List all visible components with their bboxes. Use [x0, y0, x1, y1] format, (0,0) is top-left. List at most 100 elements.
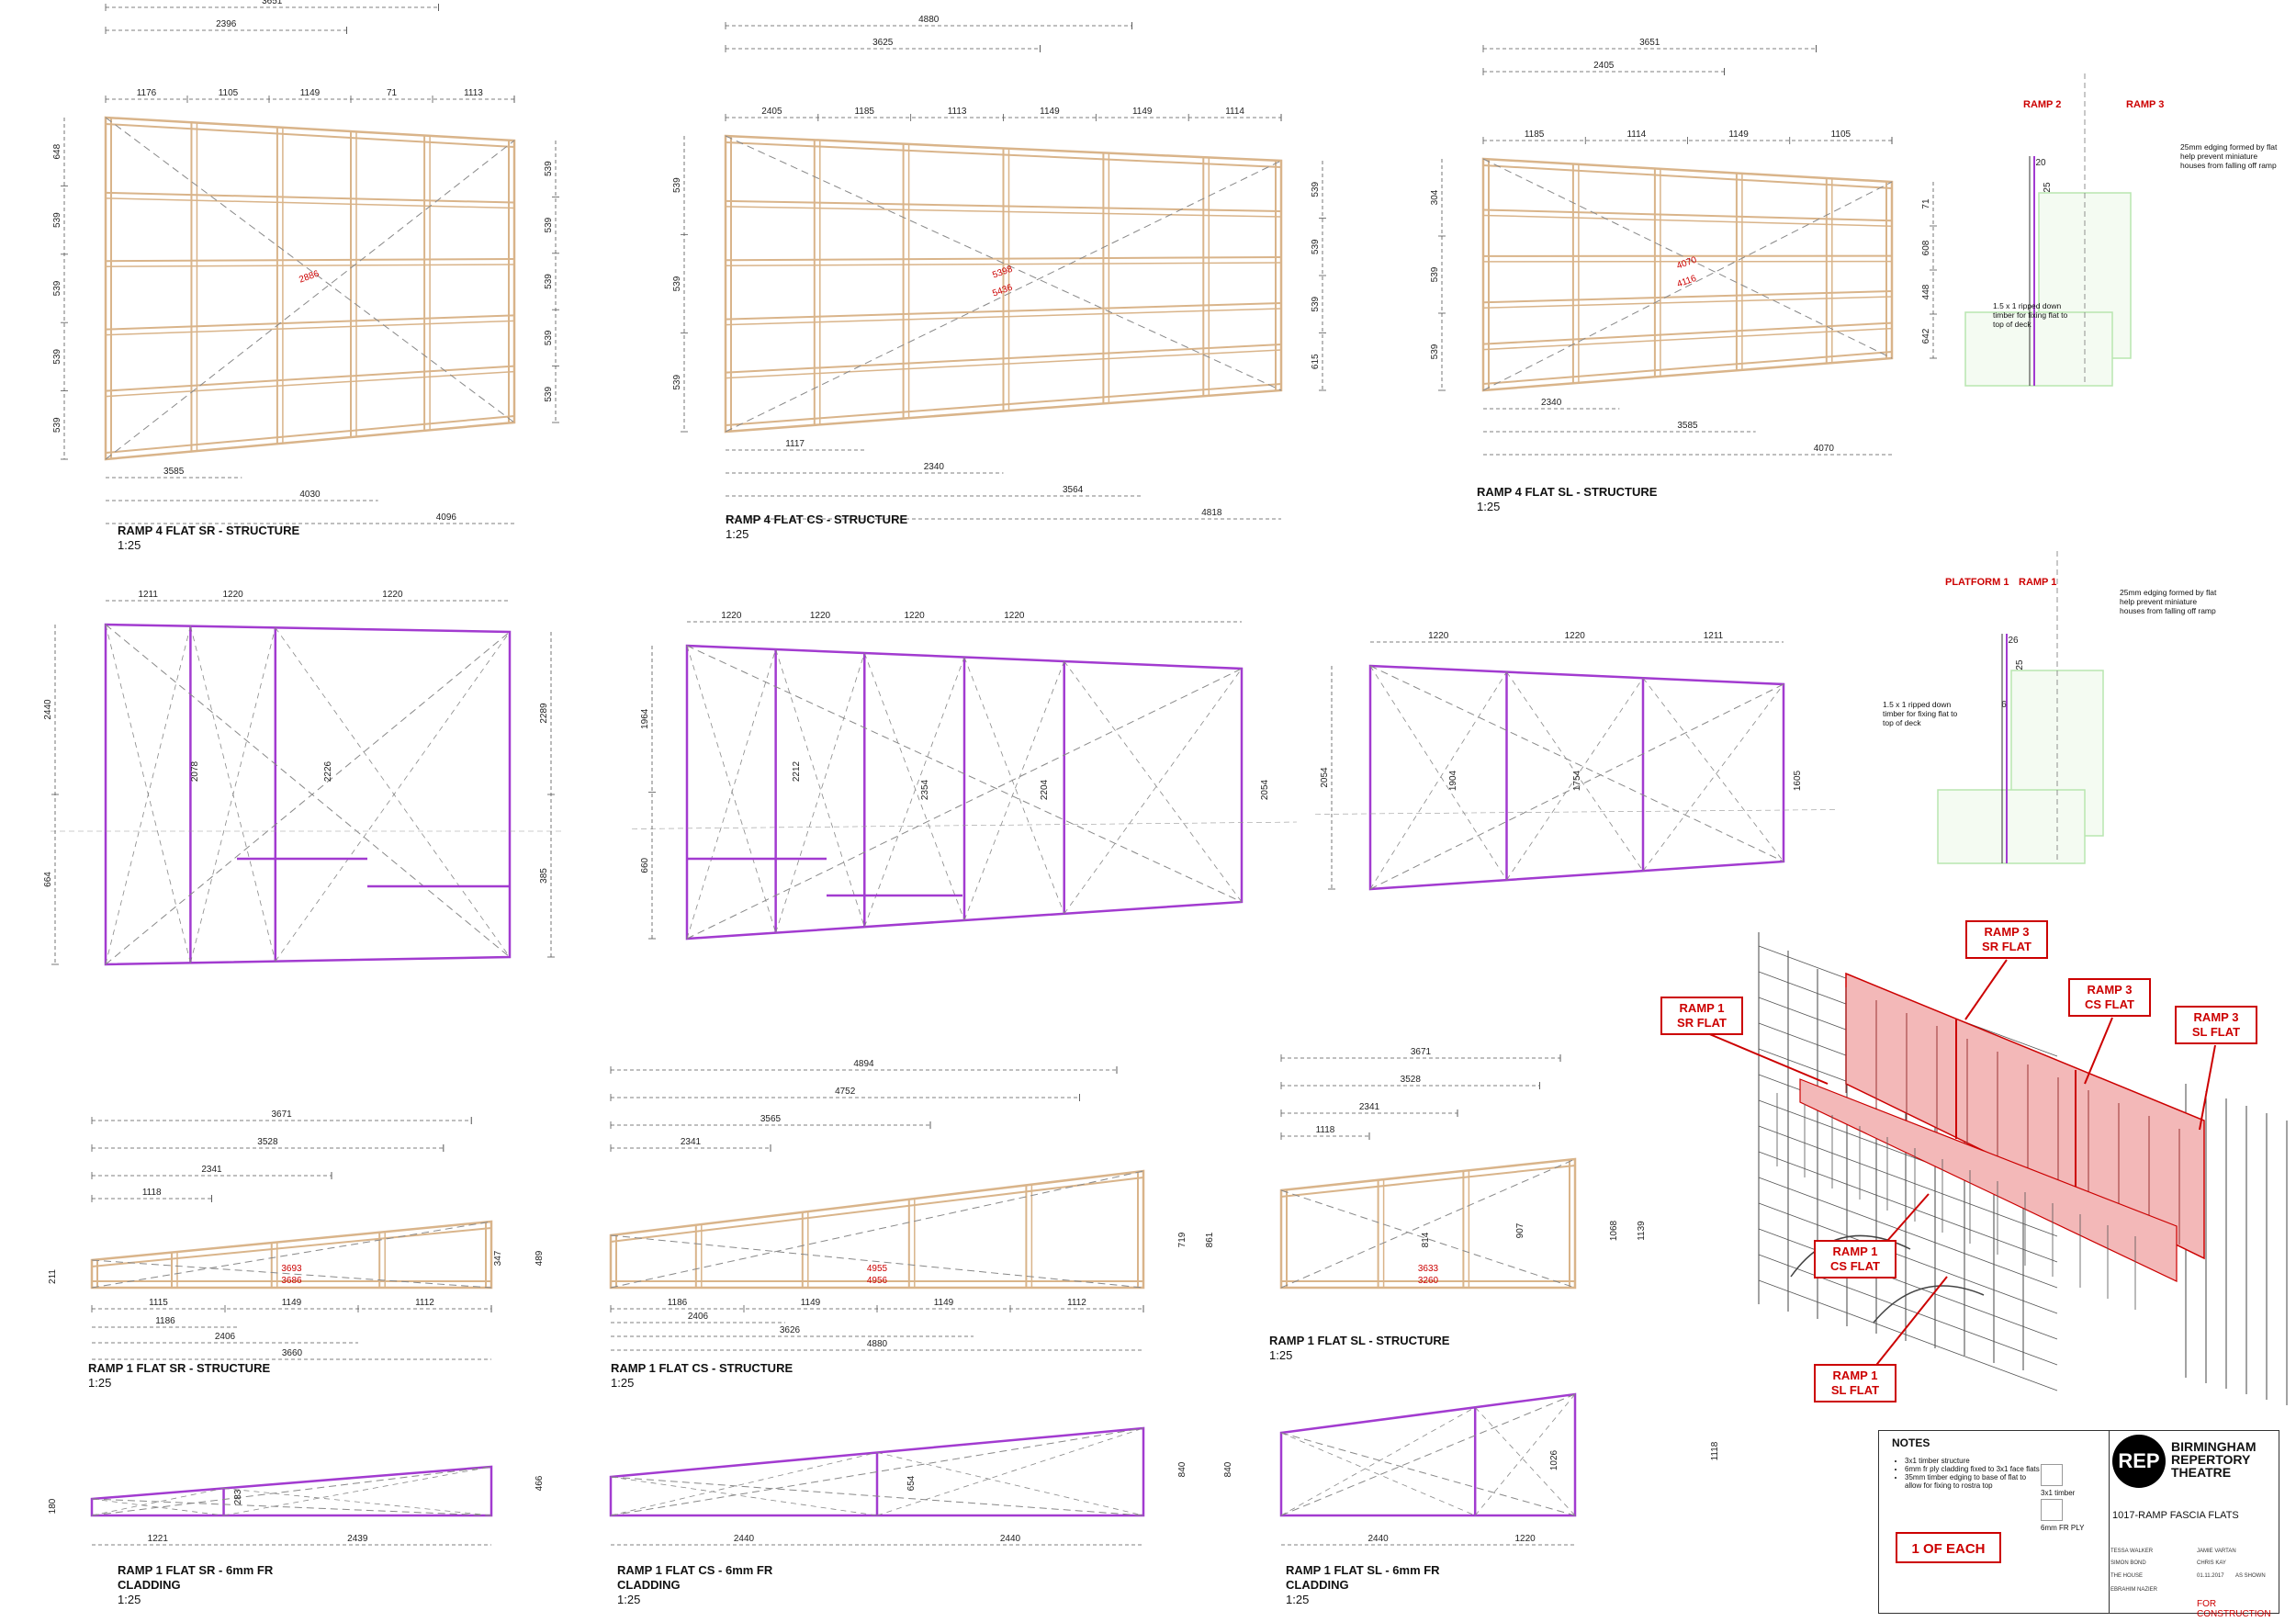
r4sr-vdim-label: 539	[52, 349, 62, 365]
iso-scaffold-rail	[1758, 1151, 2058, 1263]
r4sr-vdim-label: 539	[52, 212, 62, 228]
r4cs-clad-width-label: 1220	[1004, 611, 1025, 621]
r4sl-clad-centre-line	[1314, 809, 1840, 815]
r1sr-clad-width-label: 1221	[148, 1534, 169, 1544]
r1sr-clad-ht: 283	[233, 1489, 243, 1504]
r1cs-clad-panel-cross	[876, 1427, 1144, 1516]
r4cs-vdim-label: 539	[1311, 181, 1321, 197]
title-block: NOTES 3x1 timber structure 6mm fr ply cl…	[1878, 1430, 2279, 1619]
r4sl-top-rail	[1482, 164, 1893, 189]
r4cs-clad-diagonal	[686, 645, 1243, 903]
r4sr-vdim-label: 539	[544, 217, 554, 232]
r4sr-rail	[105, 365, 515, 392]
r4sr-rail	[105, 257, 515, 263]
r1sl-diag-label: 3633	[1418, 1264, 1439, 1274]
r1sr-dim-label: 3660	[282, 1348, 303, 1358]
r4sr-diagonal	[105, 140, 515, 460]
detail-top-dim: 20	[2035, 158, 2046, 168]
r4sl-clad-ht: 1605	[1793, 770, 1803, 791]
detail-bottom-dim: 6	[2001, 700, 2007, 710]
r4cs-dim-label: 1114	[1225, 107, 1244, 117]
r4sl-bottom-dim-label: 2340	[1541, 398, 1562, 408]
r1cs-dim-label: 4894	[853, 1059, 874, 1069]
r4sr-diagonal	[105, 117, 515, 423]
r4sr-rail-edge	[105, 197, 515, 209]
r1sl-clad-ht: 1118	[1710, 1441, 1720, 1460]
r1cs-dim-label: 2341	[681, 1137, 702, 1147]
r1cs-clad-ht: 840	[1177, 1461, 1187, 1477]
r4sl-clad-width-label: 1220	[1428, 631, 1449, 641]
iso-scaffold-rail	[1758, 1202, 2058, 1314]
r4cs-clad-centre-line	[631, 821, 1298, 829]
r1cs-diag-label: 4956	[867, 1276, 888, 1286]
legend-swatch-timber	[2041, 1464, 2063, 1486]
iso-scaffold-rail	[1758, 1125, 2058, 1237]
r4cs-bottom-dim-label: 1117	[785, 439, 805, 449]
r1sr-ht: 489	[535, 1250, 545, 1266]
r4sl-rail-edge	[1482, 214, 1893, 227]
r1cs-dim-label: 4880	[867, 1339, 888, 1349]
r4sl-frame	[1481, 157, 1894, 392]
r1sr-dim-label: 2406	[215, 1332, 236, 1342]
r1cs-clad-panel-cross	[610, 1452, 878, 1516]
r4sr-clad-panel-cross	[105, 625, 191, 965]
r4cs-rail-edge	[725, 349, 1282, 379]
r1sr-clad-diagonal	[91, 1466, 492, 1516]
notes-heading: NOTES	[1892, 1436, 1930, 1449]
r4sr-dim-label: 3651	[262, 0, 283, 6]
r4cs-clad-vdim-label: 1964	[640, 708, 650, 729]
r1cs-ht: 861	[1205, 1232, 1215, 1247]
detail-bottom-label-b: RAMP 1	[2019, 577, 2057, 588]
r1sl-ht: 907	[1515, 1222, 1525, 1238]
legend-ply: 6mm FR PLY	[2041, 1499, 2084, 1532]
r1cs-dim-label: 1112	[1067, 1298, 1086, 1308]
r4sl-diagonal	[1482, 181, 1893, 391]
r4cs-diagonal	[725, 160, 1282, 433]
r1sr-clad-ht: 466	[535, 1475, 545, 1491]
r4sl-vdim-label: 608	[1921, 240, 1931, 255]
iso-ramp1-flats	[1799, 1078, 2178, 1282]
r4sr-clad-vdim-label: 2440	[43, 699, 53, 720]
r1sl-diagonal	[1280, 1189, 1576, 1289]
r4sl-dim-label: 2405	[1593, 61, 1615, 71]
r4sr-bottom-dim-label: 4030	[299, 490, 321, 500]
r4sr-vdim-label: 539	[52, 280, 62, 296]
r4cs-rail-edge	[725, 262, 1282, 266]
r4sl-bottom-rail	[1482, 351, 1893, 385]
iso-leader-line	[2199, 1044, 2216, 1131]
r4cs-rail-edge	[725, 308, 1282, 326]
r1sr-dim-label: 1115	[149, 1298, 168, 1308]
r1cs-diagonal	[610, 1234, 1144, 1289]
detail-bottom-label-a: PLATFORM 1	[1945, 577, 2009, 588]
r1sr-diag-label: 3693	[281, 1264, 302, 1274]
r4sr-dim-label: 71	[387, 88, 398, 98]
r1sl-clad-diagonal	[1280, 1393, 1576, 1516]
r4cs-diagonal	[725, 135, 1282, 391]
note-item: 35mm timber edging to base of flat to al…	[1905, 1473, 2043, 1490]
r4sl-clad-diagonal	[1369, 683, 1784, 890]
r4sr-vdim-label: 539	[544, 274, 554, 289]
r4cs-vdim-label: 539	[1311, 239, 1321, 254]
note-item: 3x1 timber structure	[1905, 1457, 2043, 1465]
r4sl-diagonal	[1482, 158, 1893, 359]
iso-leader-line	[1700, 1030, 1829, 1085]
detail-bottom-dim: 25	[2015, 659, 2025, 670]
tb-designer: TESSA WALKER	[2110, 1549, 2154, 1554]
r4sl-rail	[1482, 321, 1893, 345]
r4sl-vdim-label: 539	[1430, 344, 1440, 359]
r4cs-clad-ht: 2054	[1260, 779, 1270, 800]
r4sr-clad-panel-cross	[105, 624, 191, 963]
